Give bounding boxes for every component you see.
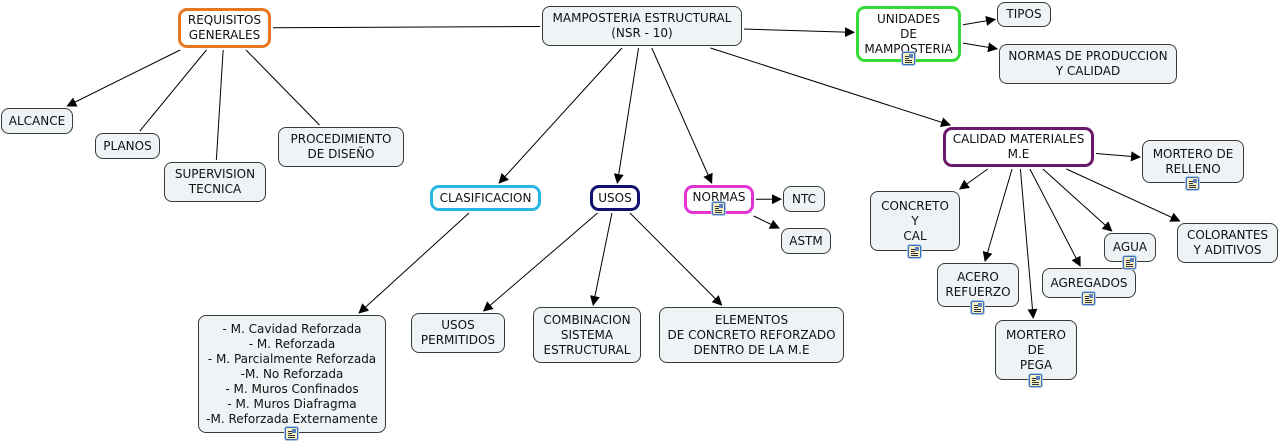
- node-label: CALIDAD MATERIALES M.E: [952, 132, 1085, 161]
- resource-icon[interactable]: [285, 427, 298, 440]
- link-calidad-to-agua: [1042, 168, 1113, 232]
- node-label: TIPOS: [1006, 7, 1042, 21]
- concept-elementos-de-concreto-reforzado[interactable]: ELEMENTOS DE CONCRETO REFORZADO DENTRO D…: [659, 307, 844, 363]
- concept-agua[interactable]: AGUA: [1104, 233, 1156, 269]
- link-requisitos-to-procedimiento: [245, 49, 320, 126]
- link-root-to-calidad: [710, 47, 951, 128]
- link-root-to-requisitos: [272, 25, 541, 29]
- link-normas-to-astm: [753, 215, 780, 229]
- link-clasificacion-to-tipos_mamposteria: [358, 212, 470, 314]
- node-label: ACERO REFUERZO: [945, 270, 1011, 299]
- node-label: PLANOS: [103, 138, 152, 153]
- concept-normas-de-produccion-y-calidad[interactable]: NORMAS DE PRODUCCION Y CALIDAD: [999, 44, 1177, 84]
- node-label: USOS: [598, 190, 632, 205]
- link-calidad-to-acero: [982, 168, 1013, 262]
- resource-icon[interactable]: [712, 202, 725, 215]
- concept-acero-refuerzo[interactable]: ACERO REFUERZO: [937, 263, 1019, 314]
- resource-icon[interactable]: [908, 245, 921, 258]
- node-label: MAMPOSTERIA ESTRUCTURAL (NSR - 10): [552, 11, 732, 40]
- link-usos-to-usos_permitidos: [482, 212, 598, 312]
- node-label: PROCEDIMIENTO DE DISEÑO: [290, 132, 392, 161]
- node-label: NORMAS: [692, 189, 746, 204]
- link-calidad-to-concreto: [958, 168, 989, 190]
- node-label: NTC: [792, 191, 816, 206]
- link-requisitos-to-supervision: [215, 49, 224, 161]
- concept-tipos-de-mamposteria-list[interactable]: - M. Cavidad Reforzada - M. Reforzada - …: [198, 315, 386, 440]
- resource-icon[interactable]: [1123, 256, 1136, 269]
- node-label: ALCANCE: [8, 113, 66, 128]
- node-label: USOS PERMITIDOS: [420, 318, 496, 347]
- link-unidades-to-tipos: [962, 15, 996, 26]
- concept-usos-permitidos[interactable]: USOS PERMITIDOS: [411, 313, 505, 353]
- concept-requisitos-generales[interactable]: REQUISITOS GENERALES: [178, 8, 271, 48]
- concept-alcance[interactable]: ALCANCE: [1, 108, 73, 134]
- concept-mortero-de-relleno[interactable]: MORTERO DE RELLENO: [1142, 140, 1244, 190]
- link-root-to-usos: [613, 47, 640, 184]
- concept-tipos[interactable]: TIPOS: [997, 2, 1051, 27]
- node-label: AGREGADOS: [1050, 275, 1128, 290]
- node-label: AGUA: [1112, 240, 1148, 254]
- node-label: MORTERO DE RELLENO: [1152, 146, 1234, 176]
- concept-calidad-materiales[interactable]: CALIDAD MATERIALES M.E: [943, 127, 1094, 167]
- link-root-to-unidades: [743, 27, 855, 38]
- concept-astm[interactable]: ASTM: [781, 228, 831, 254]
- root-concept-mamposteria-estructural[interactable]: MAMPOSTERIA ESTRUCTURAL (NSR - 10): [542, 6, 742, 46]
- link-root-to-normas: [651, 47, 713, 184]
- node-label: ELEMENTOS DE CONCRETO REFORZADO DENTRO D…: [667, 312, 836, 357]
- concept-colorantes-y-aditivos[interactable]: COLORANTES Y ADITIVOS: [1177, 223, 1278, 263]
- node-label: UNIDADES DE MAMPOSTERIA: [864, 11, 953, 56]
- concept-supervision-tecnica[interactable]: SUPERVISION TECNICA: [164, 162, 266, 202]
- resource-icon[interactable]: [971, 301, 984, 314]
- concept-planos[interactable]: PLANOS: [95, 133, 160, 159]
- concept-usos[interactable]: USOS: [590, 185, 640, 211]
- node-label: CLASIFICACION: [439, 190, 532, 205]
- concept-ntc[interactable]: NTC: [783, 186, 825, 212]
- link-usos-to-elementos: [629, 212, 723, 306]
- resource-icon[interactable]: [1082, 292, 1095, 305]
- node-label: MORTERO DE PEGA: [1006, 327, 1066, 372]
- concept-mortero-de-pega[interactable]: MORTERO DE PEGA: [995, 320, 1077, 387]
- link-usos-to-combinacion: [590, 212, 613, 306]
- concept-combinacion-sistema-estructural[interactable]: COMBINACION SISTEMA ESTRUCTURAL: [533, 307, 641, 363]
- node-label: COLORANTES Y ADITIVOS: [1186, 228, 1269, 257]
- link-unidades-to-normas_produccion: [962, 42, 998, 53]
- concept-concreto-y-cal[interactable]: CONCRETO Y CAL: [870, 191, 960, 258]
- resource-icon[interactable]: [1029, 374, 1042, 387]
- node-label: - M. Cavidad Reforzada - M. Reforzada - …: [206, 321, 378, 426]
- node-label: ASTM: [789, 233, 823, 248]
- link-calidad-to-mortero_pega: [1019, 168, 1038, 319]
- resource-icon[interactable]: [1186, 177, 1199, 190]
- link-calidad-to-mortero_relleno: [1095, 151, 1141, 162]
- concept-normas[interactable]: NORMAS: [684, 185, 754, 215]
- resource-icon[interactable]: [901, 52, 915, 65]
- link-requisitos-to-planos: [139, 49, 207, 132]
- link-calidad-to-agregados: [1029, 168, 1081, 267]
- node-label: COMBINACION SISTEMA ESTRUCTURAL: [543, 312, 631, 357]
- node-label: REQUISITOS GENERALES: [187, 13, 262, 42]
- node-label: SUPERVISION TECNICA: [174, 167, 256, 196]
- link-root-to-clasificacion: [498, 47, 623, 184]
- concept-clasificacion[interactable]: CLASIFICACION: [430, 185, 541, 211]
- node-label: NORMAS DE PRODUCCION Y CALIDAD: [1008, 49, 1168, 78]
- concept-unidades-de-mamposteria[interactable]: UNIDADES DE MAMPOSTERIA: [856, 6, 961, 65]
- concept-procedimiento-de-diseno[interactable]: PROCEDIMIENTO DE DISEÑO: [278, 127, 404, 167]
- link-requisitos-to-alcance: [66, 49, 181, 107]
- node-label: CONCRETO Y CAL: [881, 198, 949, 243]
- concept-agregados[interactable]: AGREGADOS: [1042, 268, 1136, 305]
- link-calidad-to-colorantes: [1066, 168, 1181, 222]
